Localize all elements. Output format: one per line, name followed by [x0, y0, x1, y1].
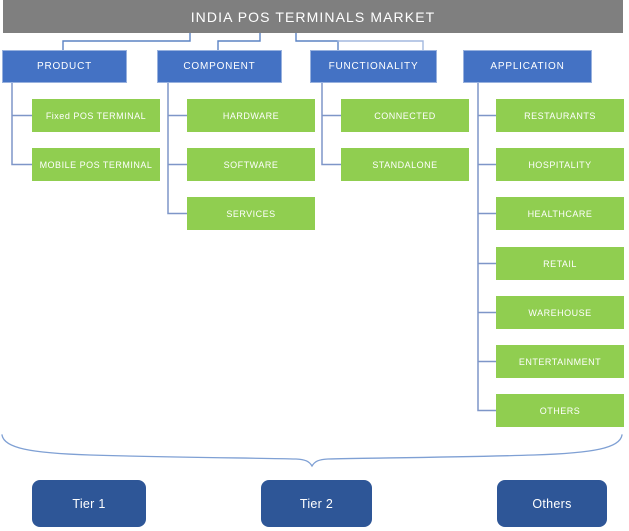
tier-others-label: Others: [532, 496, 572, 511]
segment-label: OTHERS: [539, 405, 581, 416]
header-connector-component: [217, 32, 261, 51]
segment-label: Fixed POS TERMINAL: [45, 110, 147, 121]
segment-label: ENTERTAINMENT: [518, 356, 602, 367]
tier-1-chip: Tier 1: [32, 480, 146, 527]
segment-label: SERVICES: [226, 208, 276, 219]
category-product-label: PRODUCT: [36, 61, 93, 72]
diagram-title: INDIA POS TERMINALS MARKET: [190, 8, 436, 25]
tier-2-chip: Tier 2: [261, 480, 372, 527]
diagram-title-bar: INDIA POS TERMINALS MARKET: [3, 0, 623, 33]
tier-others-chip: Others: [497, 480, 607, 527]
header-connector-application: [337, 40, 424, 51]
segment-connected: CONNECTED: [341, 99, 469, 132]
segment-label: HEALTHCARE: [527, 208, 593, 219]
segment-entertainment: ENTERTAINMENT: [496, 345, 624, 378]
spine-application: [477, 82, 497, 412]
segment-warehouse: WAREHOUSE: [496, 296, 624, 329]
curly-brace: [1, 434, 623, 468]
segment-hardware: HARDWARE: [187, 99, 315, 132]
segment-label: SOFTWARE: [223, 159, 279, 170]
segment-label: RESTAURANTS: [524, 110, 596, 121]
segment-software: SOFTWARE: [187, 148, 315, 181]
category-functionality: FUNCTIONALITY: [310, 50, 437, 83]
segment-mobile-pos-terminal: MOBILE POS TERMINAL: [32, 148, 160, 181]
category-component: COMPONENT: [157, 50, 282, 83]
segment-fixed-pos-terminal: Fixed POS TERMINAL: [32, 99, 160, 132]
segment-healthcare: HEALTHCARE: [496, 197, 624, 230]
segment-label: STANDALONE: [372, 159, 438, 170]
segment-retail: RETAIL: [496, 247, 624, 280]
segment-others: OTHERS: [496, 394, 624, 427]
header-connector-functionality: [295, 32, 339, 51]
segment-services: SERVICES: [187, 197, 315, 230]
segment-label: CONNECTED: [374, 110, 436, 121]
segment-label: MOBILE POS TERMINAL: [39, 159, 153, 170]
tier-1-label: Tier 1: [72, 496, 106, 511]
category-component-label: COMPONENT: [183, 61, 256, 72]
segment-label: RETAIL: [543, 258, 577, 269]
segment-restaurants: RESTAURANTS: [496, 99, 624, 132]
category-functionality-label: FUNCTIONALITY: [328, 61, 419, 72]
category-application: APPLICATION: [463, 50, 592, 83]
tier-2-label: Tier 2: [299, 496, 334, 511]
spine-product: [11, 82, 33, 166]
segment-standalone: STANDALONE: [341, 148, 469, 181]
category-product: PRODUCT: [2, 50, 127, 83]
category-application-label: APPLICATION: [490, 61, 565, 72]
segment-hospitality: HOSPITALITY: [496, 148, 624, 181]
segment-label: WAREHOUSE: [528, 307, 592, 318]
segment-label: HARDWARE: [222, 110, 280, 121]
segment-label: HOSPITALITY: [528, 159, 592, 170]
spine-component: [167, 82, 188, 215]
spine-functionality: [321, 82, 342, 166]
header-connector-product: [62, 32, 191, 51]
